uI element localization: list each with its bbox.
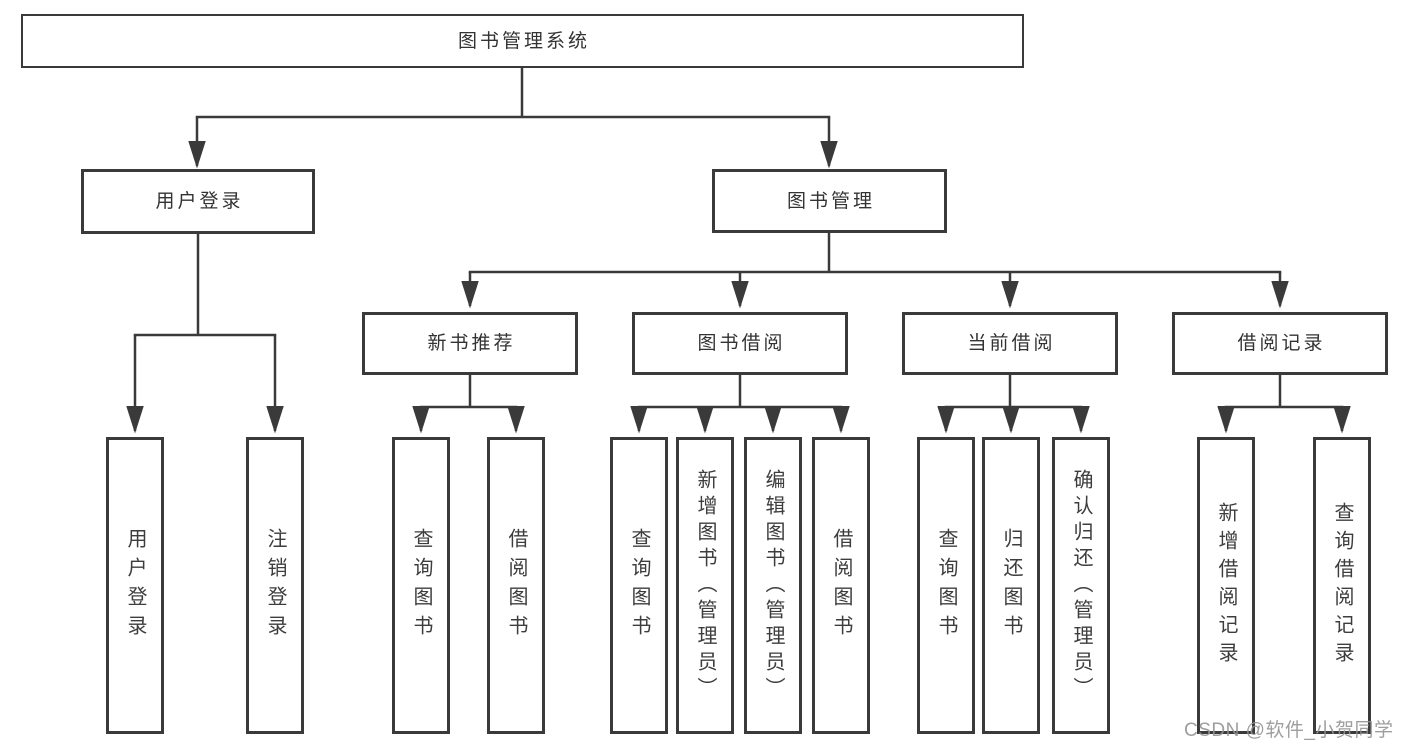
connector-lines	[126, 67, 1351, 434]
node-new-book-recommendation-label: 新书推荐	[427, 333, 516, 354]
leaf-edit-books-admin-label: 编辑图书（管理员）	[762, 468, 784, 703]
node-user-login-label: 用户登录	[155, 191, 244, 212]
leaf-logout-login-label: 注销登录	[264, 527, 286, 644]
leaf-query-books-recommend: 查询图书	[392, 437, 450, 734]
node-borrowing-records-label: 借阅记录	[1237, 333, 1326, 354]
leaf-borrow-books-borrowing: 借阅图书	[812, 437, 870, 734]
leaf-borrow-books-recommend-label: 借阅图书	[505, 527, 527, 644]
node-book-borrowing: 图书借阅	[632, 312, 848, 375]
node-book-management-label: 图书管理	[786, 190, 875, 212]
node-book-borrowing-label: 图书借阅	[697, 333, 786, 354]
node-user-login: 用户登录	[81, 169, 315, 234]
leaf-add-borrow-record: 新增借阅记录	[1197, 437, 1255, 734]
leaf-user-login-label: 用户登录	[124, 527, 146, 644]
leaf-edit-books-admin: 编辑图书（管理员）	[744, 437, 802, 734]
leaf-borrow-books-recommend: 借阅图书	[487, 437, 545, 734]
leaf-user-login: 用户登录	[106, 437, 164, 734]
leaf-query-borrow-record-label: 查询借阅记录	[1331, 501, 1353, 670]
leaf-add-books-admin: 新增图书（管理员）	[676, 437, 734, 734]
leaf-query-books-borrowing-label: 查询图书	[628, 527, 650, 644]
csdn-watermark: CSDN @软件_小贺同学	[1184, 720, 1394, 741]
leaf-query-books-current: 查询图书	[917, 437, 975, 734]
leaf-confirm-return-admin: 确认归还（管理员）	[1052, 437, 1110, 734]
leaf-query-books-recommend-label: 查询图书	[410, 527, 432, 644]
leaf-confirm-return-admin-label: 确认归还（管理员）	[1070, 468, 1092, 703]
node-root-label: 图书管理系统	[457, 30, 590, 52]
leaf-add-borrow-record-label: 新增借阅记录	[1215, 501, 1237, 670]
node-new-book-recommendation: 新书推荐	[362, 312, 578, 375]
leaf-query-books-borrowing: 查询图书	[610, 437, 668, 734]
node-borrowing-records: 借阅记录	[1172, 312, 1388, 375]
leaf-query-borrow-record: 查询借阅记录	[1313, 437, 1371, 734]
leaf-borrow-books-borrowing-label: 借阅图书	[830, 527, 852, 644]
node-root: 图书管理系统	[21, 14, 1024, 68]
leaf-return-books: 归还图书	[982, 437, 1040, 734]
leaf-query-books-current-label: 查询图书	[935, 527, 957, 644]
node-current-borrowing: 当前借阅	[902, 312, 1118, 375]
leaf-logout-login: 注销登录	[246, 437, 304, 734]
node-book-management: 图书管理	[712, 169, 947, 233]
leaf-return-books-label: 归还图书	[1000, 527, 1022, 644]
node-current-borrowing-label: 当前借阅	[967, 333, 1056, 354]
leaf-add-books-admin-label: 新增图书（管理员）	[694, 468, 716, 703]
